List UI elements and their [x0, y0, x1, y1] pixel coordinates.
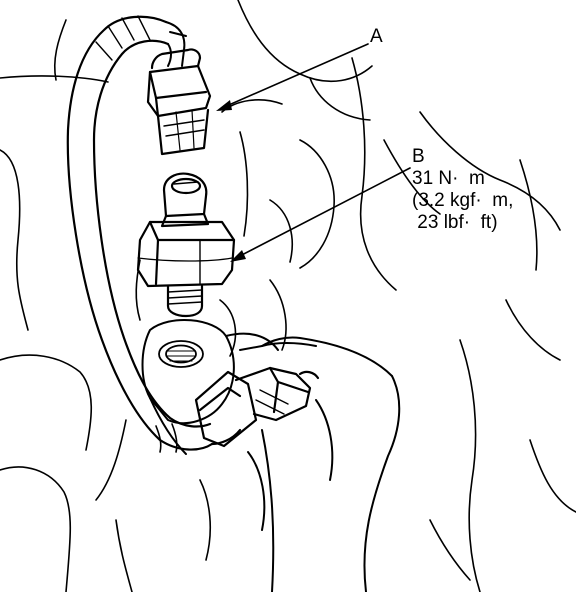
- pressure-switch-b: [136, 172, 236, 318]
- leader-line-a: [221, 43, 369, 109]
- harness-wire-to-connector-a: [165, 21, 187, 67]
- threaded-bore: [158, 340, 204, 368]
- torque-spec-lbf: 23 lbf· ft): [412, 212, 498, 233]
- leader-lines: [216, 43, 411, 262]
- leader-arrowhead-a: [216, 100, 232, 111]
- connector-a: [146, 48, 212, 156]
- torque-spec-kgf: (3.2 kgf· m,: [412, 190, 514, 211]
- leader-arrowhead-b: [230, 250, 246, 262]
- mounting-boss: [141, 319, 401, 592]
- lower-connector: [194, 366, 320, 448]
- wire-harness: [66, 15, 214, 453]
- callout-label-b: B: [412, 146, 425, 167]
- torque-spec-nm: 31 N· m: [412, 168, 485, 189]
- callout-label-a: A: [370, 26, 383, 47]
- leader-line-b: [235, 167, 411, 259]
